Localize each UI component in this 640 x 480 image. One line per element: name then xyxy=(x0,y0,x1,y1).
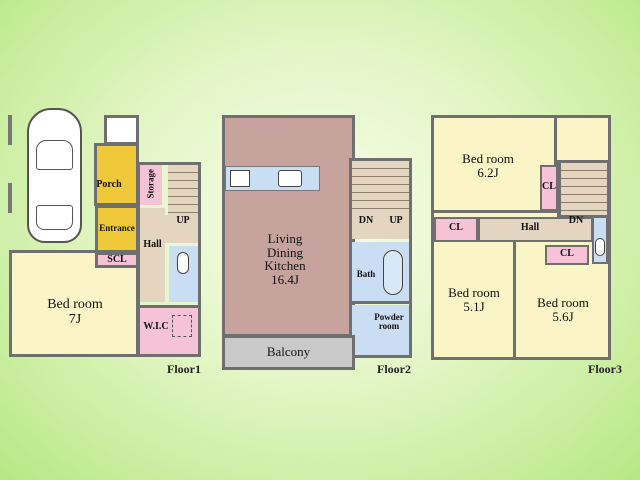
floor2-label: Floor2 xyxy=(377,362,411,376)
cl-label: CL xyxy=(449,222,463,233)
parking-line xyxy=(8,115,12,145)
closet-bedroom3 xyxy=(545,245,589,265)
bedroom-name: Bed room xyxy=(47,297,103,312)
hall-label-floor1: Hall xyxy=(143,239,162,250)
wic-label: W.I.C xyxy=(143,321,169,332)
floor3-label: Floor3 xyxy=(588,362,622,376)
storage-label: Storage xyxy=(145,168,156,199)
dn-label-floor3: DN xyxy=(568,215,584,226)
wic-shelf-icon xyxy=(172,315,192,337)
sink-icon xyxy=(278,170,302,187)
room-storage xyxy=(140,165,162,205)
cl-label: CL xyxy=(542,181,556,192)
room-powder xyxy=(352,305,409,355)
bathtub-icon xyxy=(383,250,403,295)
room-scl xyxy=(95,252,139,268)
closet-hall-left xyxy=(434,217,478,242)
bedroom-size: 5.6J xyxy=(552,308,574,324)
entrance-label: Entrance xyxy=(99,223,135,233)
room-porch xyxy=(94,143,139,206)
ldk-label: Living Dining Kitchen 16.4J xyxy=(245,232,325,287)
toilet-icon xyxy=(177,252,189,274)
ldk-line2: Dining xyxy=(266,244,304,260)
up-label-floor2: UP xyxy=(389,215,403,226)
bedroom-size: 7J xyxy=(68,311,82,327)
room-ldk xyxy=(222,115,355,337)
floor2-right-block xyxy=(349,158,412,358)
bedroom-name: Bed room xyxy=(462,151,514,166)
bedroom-size: 5.1J xyxy=(463,298,485,314)
bedroom-name: Bed room xyxy=(448,285,500,300)
ldk-line3: Kitchen xyxy=(264,258,306,274)
balcony-label: Balcony xyxy=(266,344,311,359)
car-icon xyxy=(27,108,82,243)
floor1-label: Floor1 xyxy=(167,362,201,376)
stairs-floor2 xyxy=(352,161,409,213)
bedroom-size: 6.2J xyxy=(477,164,499,180)
bath-label: Bath xyxy=(356,269,376,279)
room-wic xyxy=(137,305,201,357)
porch-label: Porch xyxy=(96,179,122,190)
hall-landing xyxy=(165,215,198,243)
balcony xyxy=(222,335,355,370)
dn-label-floor2: DN xyxy=(358,215,374,226)
stair-landing-floor2 xyxy=(352,213,409,239)
stairs-floor3 xyxy=(561,163,607,215)
ldk-size: 16.4J xyxy=(271,271,299,287)
toilet-icon xyxy=(595,238,605,256)
room-hall-floor3 xyxy=(478,217,593,242)
parking-line xyxy=(8,183,12,213)
scl-label: SCL xyxy=(107,254,127,265)
bedroom-name: Bed room xyxy=(537,295,589,310)
hall-label-floor3: Hall xyxy=(520,222,540,233)
outdoor-storage-box xyxy=(104,115,139,145)
up-label-floor1: UP xyxy=(176,215,190,226)
powder-label: Powder room xyxy=(374,312,404,332)
room-hall-floor1 xyxy=(140,208,165,302)
stairs-floor1 xyxy=(168,165,198,215)
cl-label: CL xyxy=(560,248,574,259)
bedroom-divider xyxy=(513,242,516,358)
stove-icon xyxy=(230,170,250,187)
ldk-line1: Living xyxy=(267,231,303,246)
